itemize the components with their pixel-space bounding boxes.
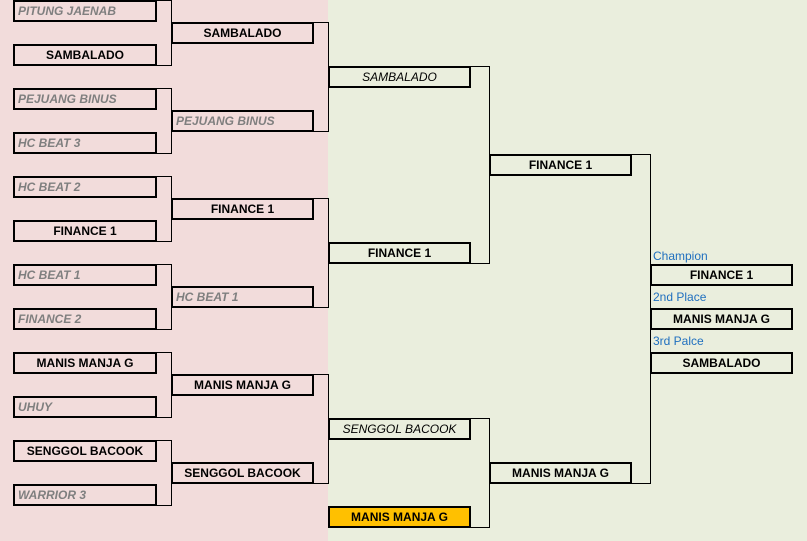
connector xyxy=(157,329,171,330)
r3-team-4[interactable]: MANIS MANJA G xyxy=(328,506,471,528)
r3-team-2[interactable]: FINANCE 1 xyxy=(328,242,471,264)
r1-team-1[interactable]: PITUNG JAENAB xyxy=(13,0,157,22)
connector xyxy=(314,483,328,484)
r1-team-4[interactable]: HC BEAT 3 xyxy=(13,132,157,154)
r4-team-1[interactable]: FINANCE 1 xyxy=(489,154,632,176)
r1-team-2[interactable]: SAMBALADO xyxy=(13,44,157,66)
connector xyxy=(157,264,171,265)
connector xyxy=(314,22,328,23)
r4-team-2[interactable]: MANIS MANJA G xyxy=(489,462,632,484)
second-place-box[interactable]: MANIS MANJA G xyxy=(650,308,793,330)
connector xyxy=(157,440,171,441)
connector xyxy=(632,154,651,155)
r3-team-1[interactable]: SAMBALADO xyxy=(328,66,471,88)
connector xyxy=(157,241,171,242)
connector xyxy=(471,263,489,264)
r2-team-3[interactable]: FINANCE 1 xyxy=(171,198,314,220)
r2-team-5[interactable]: MANIS MANJA G xyxy=(171,374,314,396)
connector xyxy=(157,417,171,418)
connector xyxy=(314,307,328,308)
champion-box[interactable]: FINANCE 1 xyxy=(650,264,793,286)
right-panel-background xyxy=(328,0,807,541)
third-place-box[interactable]: SAMBALADO xyxy=(650,352,793,374)
connector xyxy=(471,418,489,419)
r1-team-9[interactable]: MANIS MANJA G xyxy=(13,352,157,374)
r1-team-6[interactable]: FINANCE 1 xyxy=(13,220,157,242)
r3-team-3[interactable]: SENGGOL BACOOK xyxy=(328,418,471,440)
champion-label: Champion xyxy=(653,249,708,263)
connector xyxy=(471,527,489,528)
connector xyxy=(157,88,171,89)
connector xyxy=(157,176,171,177)
r2-team-4[interactable]: HC BEAT 1 xyxy=(171,286,314,308)
second-place-label: 2nd Place xyxy=(653,290,707,304)
left-panel-background xyxy=(0,0,328,541)
connector xyxy=(157,352,171,353)
r1-team-3[interactable]: PEJUANG BINUS xyxy=(13,88,157,110)
connector xyxy=(632,483,651,484)
third-place-label: 3rd Palce xyxy=(653,334,704,348)
connector xyxy=(314,131,328,132)
connector xyxy=(314,374,328,375)
connector xyxy=(314,198,328,199)
connector xyxy=(471,66,489,67)
connector xyxy=(157,505,171,506)
r1-team-8[interactable]: FINANCE 2 xyxy=(13,308,157,330)
connector xyxy=(157,0,171,1)
connector xyxy=(157,65,171,66)
connector xyxy=(157,153,171,154)
r2-team-6[interactable]: SENGGOL BACOOK xyxy=(171,462,314,484)
r1-team-5[interactable]: HC BEAT 2 xyxy=(13,176,157,198)
r1-team-7[interactable]: HC BEAT 1 xyxy=(13,264,157,286)
r1-team-12[interactable]: WARRIOR 3 xyxy=(13,484,157,506)
r2-team-1[interactable]: SAMBALADO xyxy=(171,22,314,44)
r2-team-2[interactable]: PEJUANG BINUS xyxy=(171,110,314,132)
r1-team-10[interactable]: UHUY xyxy=(13,396,157,418)
r1-team-11[interactable]: SENGGOL BACOOK xyxy=(13,440,157,462)
